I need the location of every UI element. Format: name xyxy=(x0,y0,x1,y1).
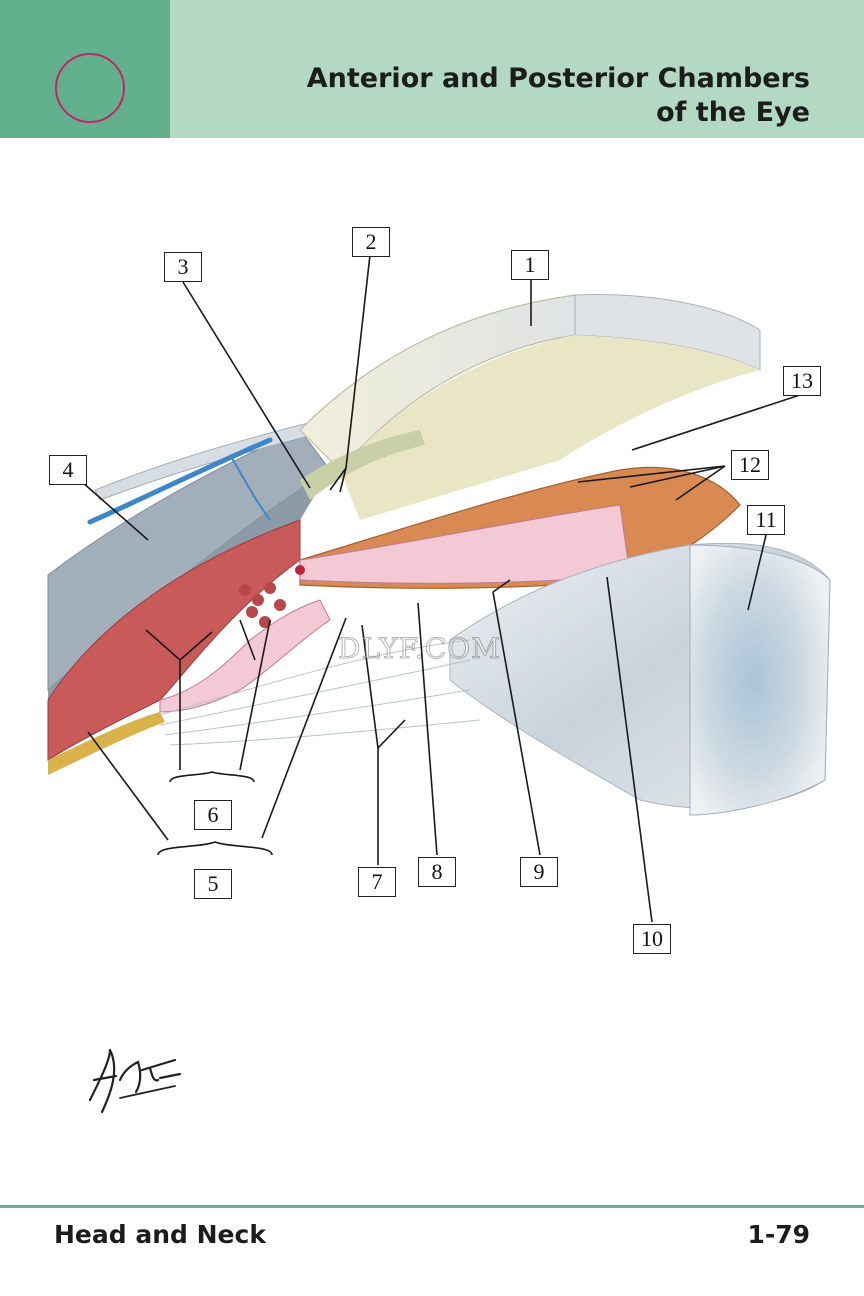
ciliary-muscle xyxy=(47,519,301,761)
ciliary-processes xyxy=(159,599,331,713)
label-12: 12 xyxy=(731,450,769,480)
label-13: 13 xyxy=(783,366,821,396)
card-marker-circle xyxy=(55,53,125,123)
label-9: 9 xyxy=(520,857,558,887)
watermark: DLYF.COM xyxy=(338,632,501,666)
label-8: 8 xyxy=(418,857,456,887)
footer-divider xyxy=(0,1205,864,1208)
label-10: 10 xyxy=(633,924,671,954)
footer-section: Head and Neck xyxy=(54,1220,266,1249)
label-7: 7 xyxy=(358,867,396,897)
label-6: 6 xyxy=(194,800,232,830)
netter-signature xyxy=(88,1048,182,1114)
ciliary-venous-plexus xyxy=(239,582,286,628)
ciliary-body-pigment xyxy=(48,712,165,775)
title-line-1: Anterior and Posterior Chambers xyxy=(306,63,810,94)
trabecular-meshwork xyxy=(300,430,425,500)
label-4: 4 xyxy=(49,455,87,485)
page-header: Anterior and Posterior Chambers of the E… xyxy=(0,0,864,138)
lens-cut-face xyxy=(689,544,831,816)
braces xyxy=(157,771,273,856)
label-3: 3 xyxy=(164,252,202,282)
leader-lines xyxy=(81,254,801,923)
label-1: 1 xyxy=(511,250,549,280)
title-line-2: of the Eye xyxy=(656,97,810,128)
label-5: 5 xyxy=(194,869,232,899)
anterior-chamber xyxy=(340,335,760,520)
scleral-vein xyxy=(87,437,273,525)
scleral-vein-branch xyxy=(229,454,271,521)
footer-page-number: 1-79 xyxy=(747,1220,810,1249)
page-title: Anterior and Posterior Chambers of the E… xyxy=(307,62,810,130)
label-2: 2 xyxy=(352,227,390,257)
label-11: 11 xyxy=(747,505,785,535)
